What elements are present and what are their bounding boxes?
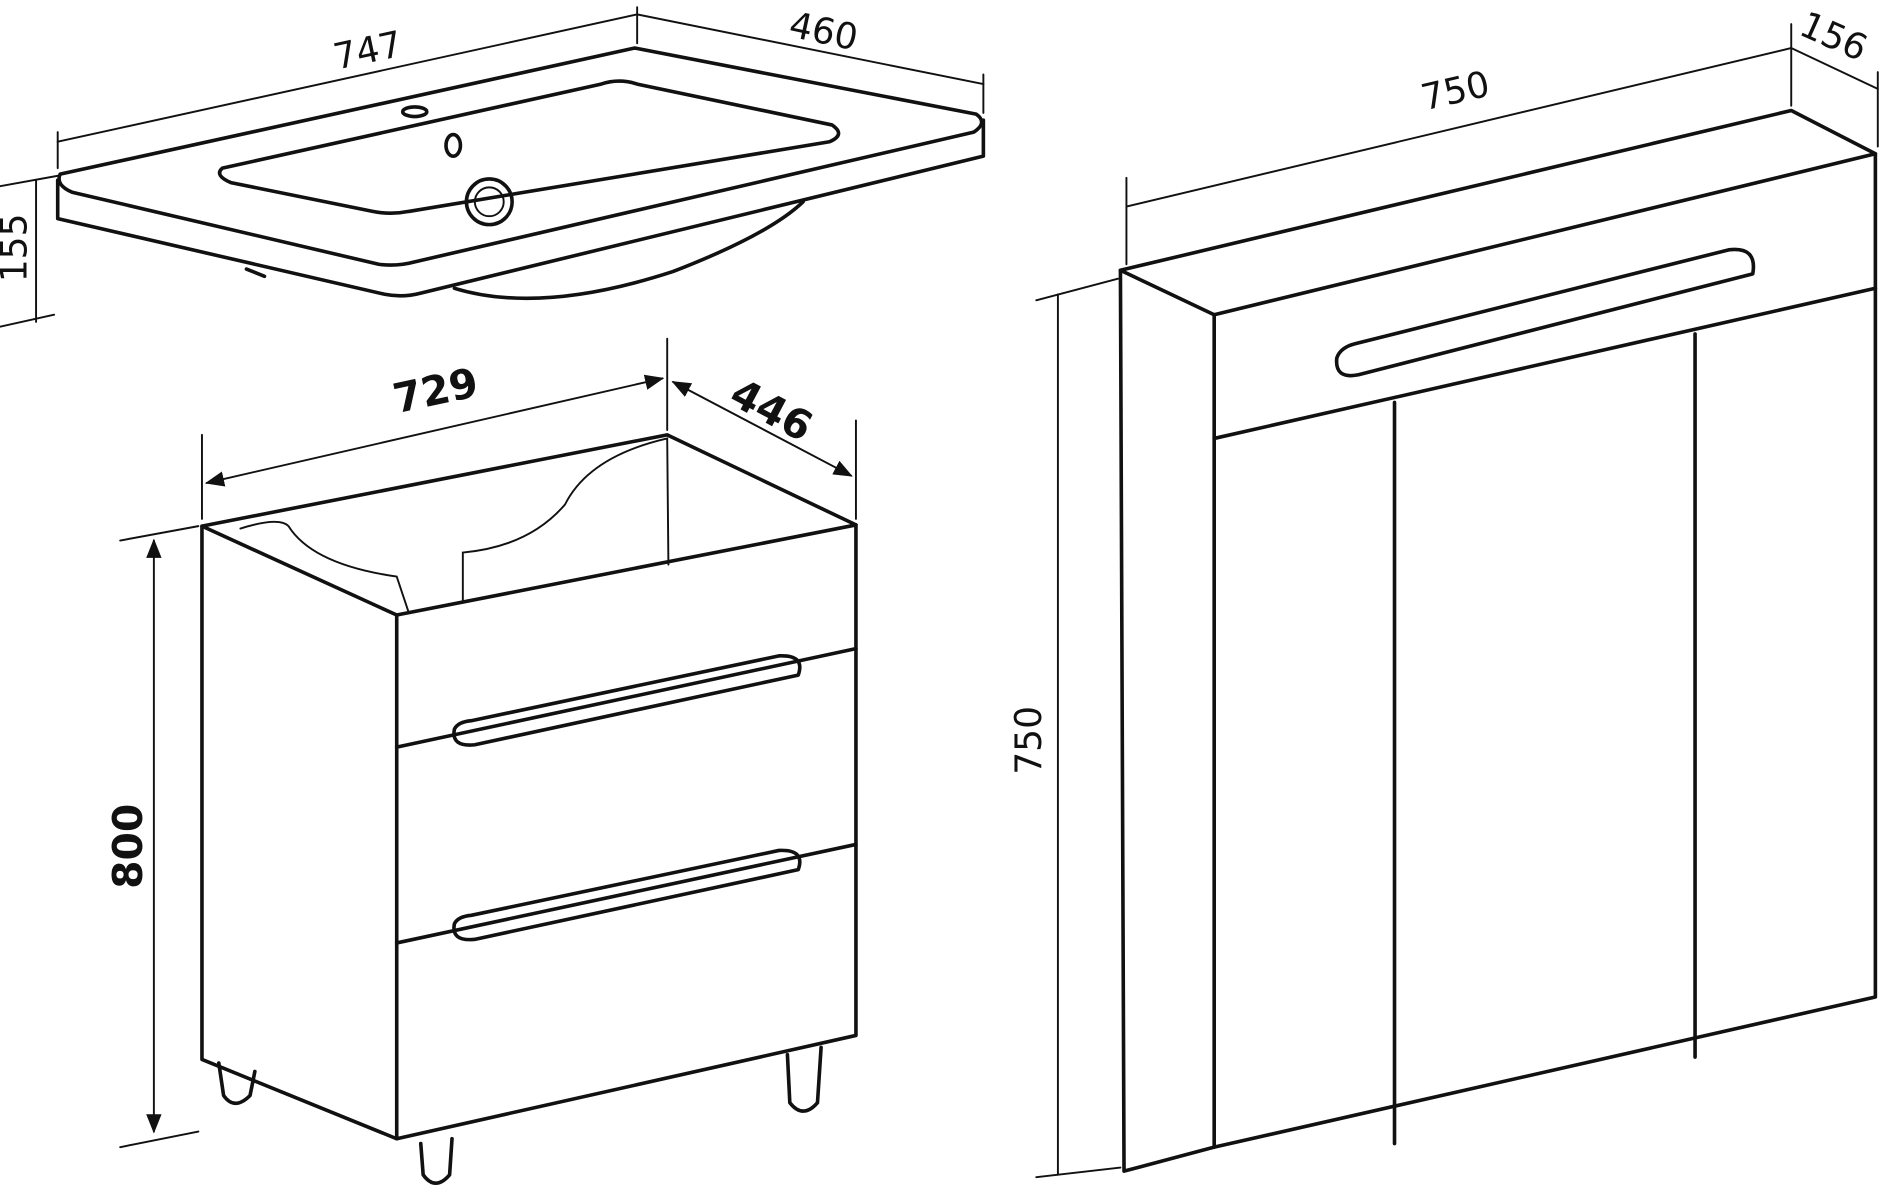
vanity-depth-label: 446 — [723, 369, 821, 451]
sink-depth-label: 460 — [786, 4, 862, 59]
sink-drawing: 747 460 155 — [0, 4, 986, 328]
vanity-drawing: 729 446 800 — [104, 337, 858, 1185]
vanity-height-label: 800 — [104, 804, 152, 889]
mirror-height-label: 750 — [1008, 706, 1050, 775]
mirror-depth-label: 156 — [1794, 3, 1874, 69]
sink-width-label: 747 — [330, 23, 406, 78]
mirror-cabinet-drawing: 750 156 750 — [1008, 3, 1879, 1179]
vanity-width-label: 729 — [389, 358, 482, 423]
mirror-width-label: 750 — [1417, 63, 1494, 119]
sink-height-label: 155 — [0, 213, 35, 282]
